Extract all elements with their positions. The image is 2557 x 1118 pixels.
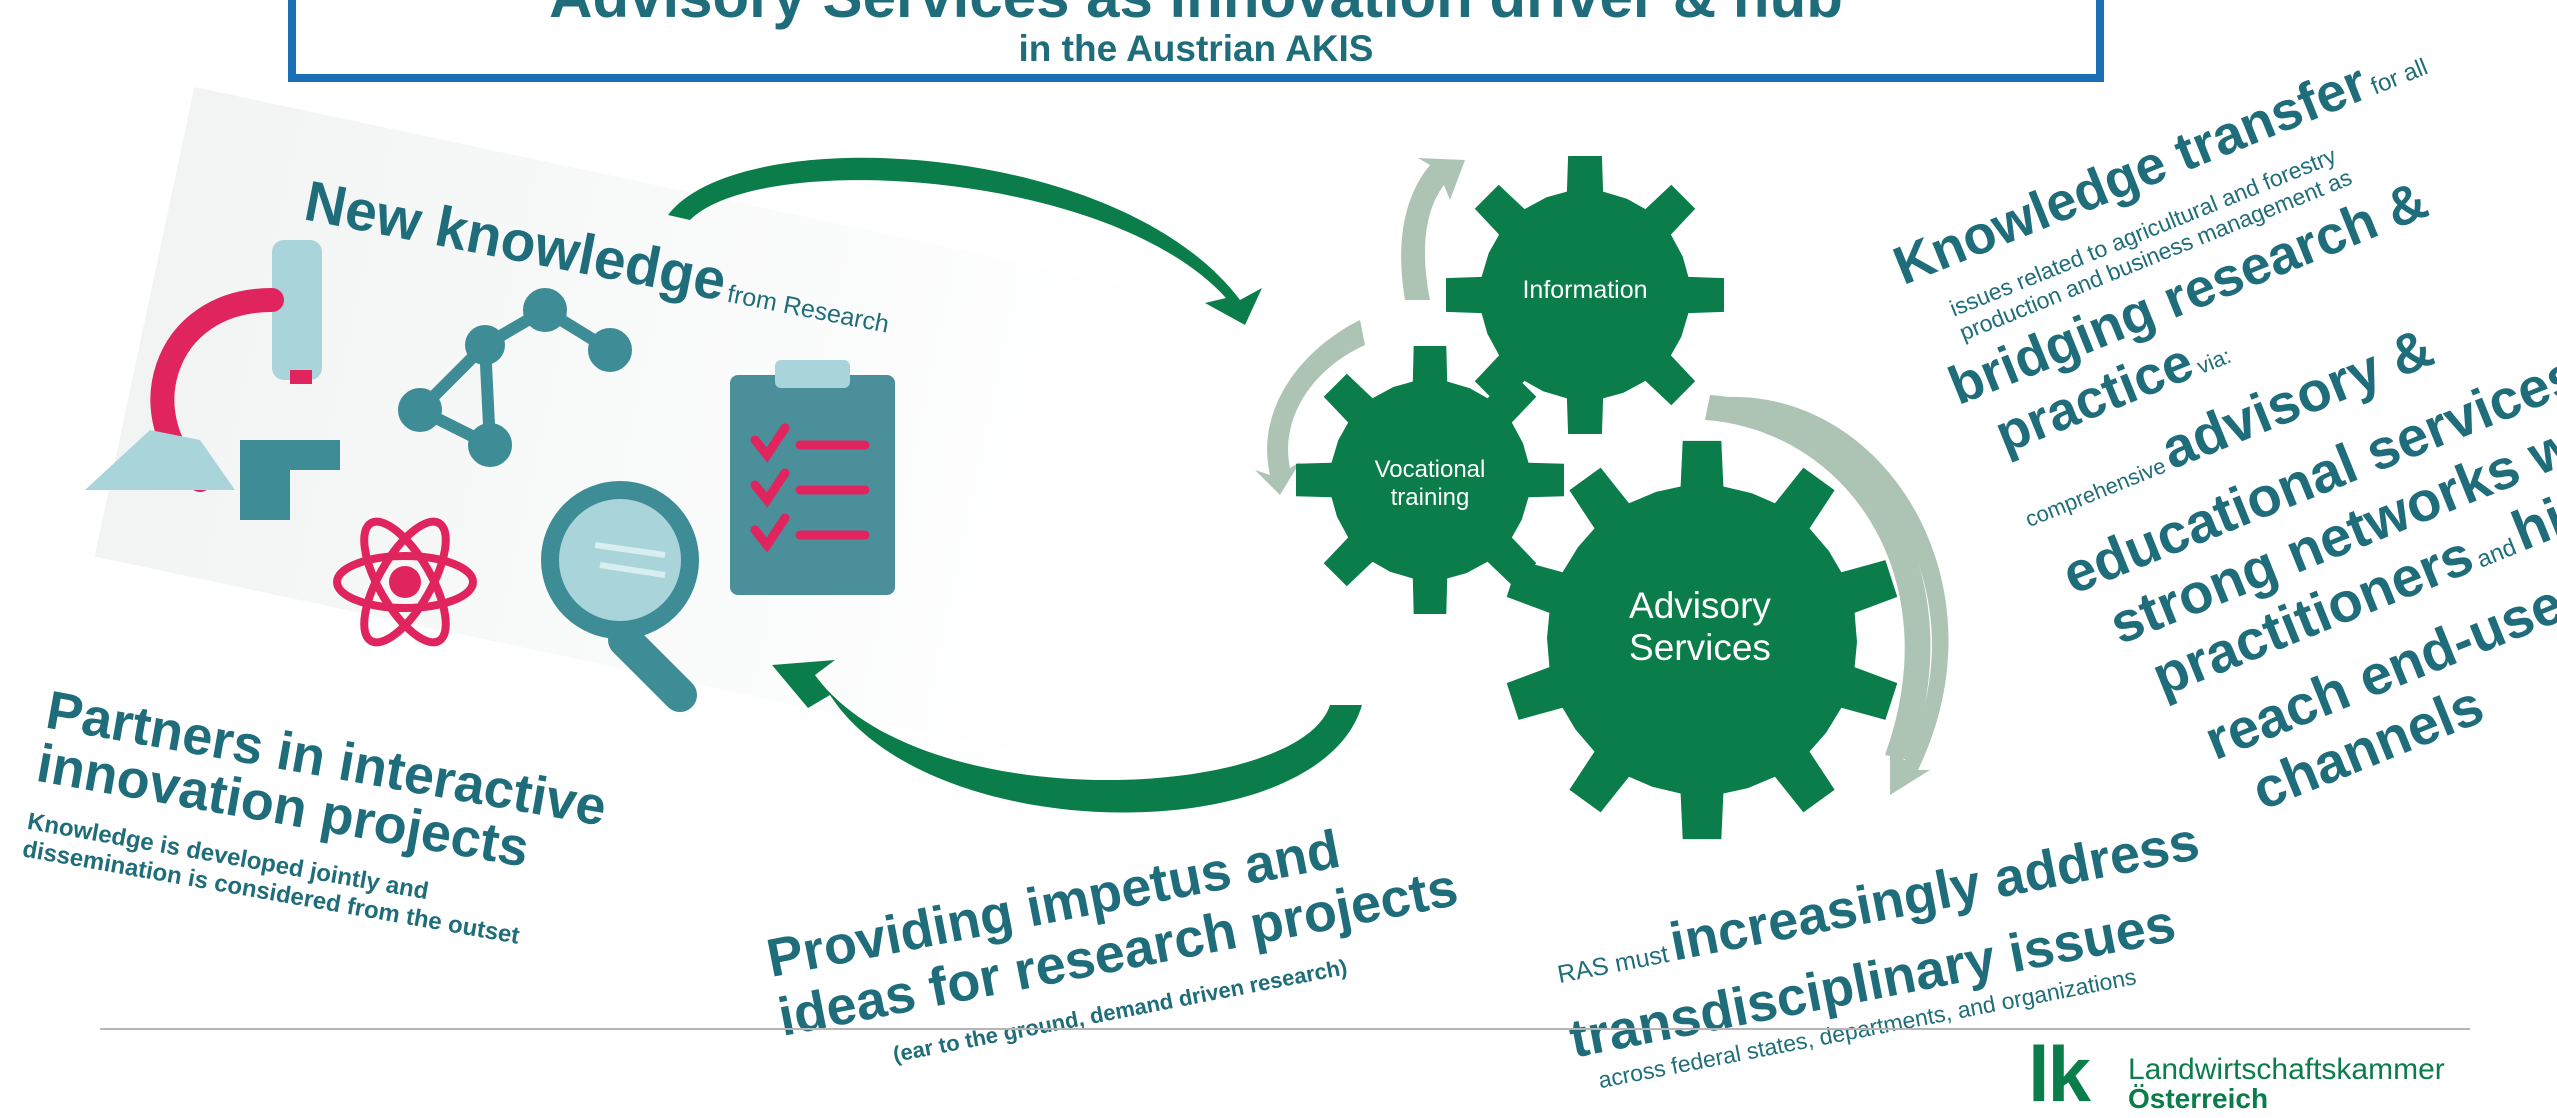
gear-information-label: Information (1522, 276, 1648, 304)
arrow-cycle-right-body (1705, 395, 1931, 760)
ras-prefix: RAS must (1555, 940, 1671, 989)
research-illustration (94, 86, 1163, 763)
gear-information (1446, 156, 1724, 434)
arrow-cycle-right (1710, 395, 1949, 795)
gear-vocational-label: Vocational training (1350, 456, 1510, 512)
arrow-advisory-to-research (772, 660, 1362, 813)
gear-advisory-line1: Advisory (1629, 585, 1771, 626)
illustration-background (94, 86, 1163, 763)
footer-divider (100, 1028, 2470, 1030)
gear-advisory-label: Advisory Services (1580, 585, 1820, 669)
atom-icon (333, 517, 477, 647)
arrow-cycle-left (1255, 320, 1365, 495)
title-box (288, 0, 2104, 82)
clipboard-icon (730, 360, 895, 595)
kt-suffix: for all (2367, 53, 2432, 101)
page-subtitle: in the Austrian AKIS (1018, 28, 1374, 69)
and-label: and (2473, 533, 2521, 574)
page-title: Advisory Services as innovation driver &… (288, 0, 2104, 31)
molecule-icon (398, 288, 632, 467)
gear-vocational-line2: training (1390, 484, 1470, 511)
microscope-icon (85, 240, 340, 520)
gear-vocational-line1: Vocational (1374, 456, 1486, 483)
via-label: via: (2193, 342, 2235, 379)
lk-logo: lk Landwirtschaftskammer Österreich (2028, 1035, 2528, 1115)
arrow-cycle-top (1401, 158, 1465, 300)
gear-advisory-services (1506, 440, 1898, 840)
lk-logo-line1: Landwirtschaftskammer (2128, 1053, 2445, 1086)
gear-vocational (1296, 346, 1564, 614)
magnifier-icon (541, 481, 699, 712)
gear-advisory-line2: Services (1629, 627, 1771, 668)
lk-logo-line2: Österreich (2128, 1083, 2269, 1114)
lk-logo-mark: lk (2028, 1030, 2091, 1118)
